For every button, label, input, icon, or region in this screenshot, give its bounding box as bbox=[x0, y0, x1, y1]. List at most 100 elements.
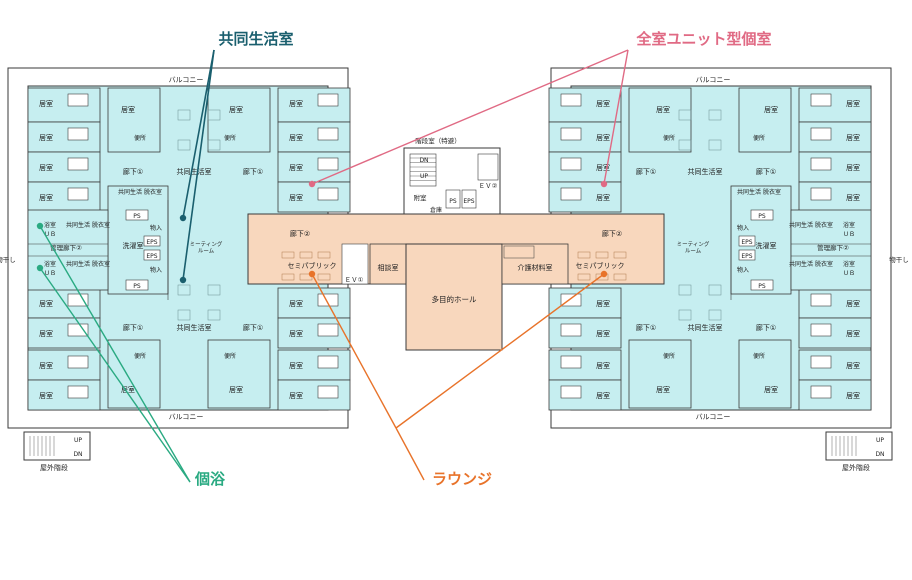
right-wing-room-label-top-b1: 居室 bbox=[596, 133, 610, 142]
left-wing-toilet-top-a2 bbox=[67, 157, 89, 171]
left-wing-inner-room-bl-label: 居室 bbox=[121, 385, 135, 394]
left-wing-room-label-top-a3: 居室 bbox=[39, 193, 53, 202]
pink-line-a bbox=[311, 49, 629, 185]
right-wing-room-top-a0 bbox=[798, 87, 872, 123]
stair-up: UP bbox=[420, 173, 428, 180]
left-ext-stair-label: 屋外階段 bbox=[40, 463, 68, 472]
left-wing-mgmt-corridor: 管理廊下② bbox=[50, 243, 82, 252]
right-ext-stair bbox=[825, 431, 893, 461]
left-wing-table-3 bbox=[207, 139, 221, 151]
left-wing-eps-a: EPS bbox=[146, 239, 157, 246]
left-wing-changing-bath-a: 共同生活 脱衣室 bbox=[66, 221, 110, 229]
semi-public-table-3 bbox=[281, 273, 295, 281]
right-wing-room-label-bot-a3: 居室 bbox=[846, 391, 860, 400]
left-wing-room-label-top-b1: 居室 bbox=[289, 133, 303, 142]
right-wing-inner-room-br-label: 居室 bbox=[656, 385, 670, 394]
right-wing-inner-room-bl-label: 居室 bbox=[764, 385, 778, 394]
right-wing-corridor-bot-a: 廊下① bbox=[756, 323, 776, 332]
semi-public-table-9 bbox=[577, 273, 591, 281]
svg-text:ルーム: ルーム bbox=[685, 248, 702, 255]
right-wing-toilet-top-a0 bbox=[810, 93, 832, 107]
left-wing-inner-room-br bbox=[207, 339, 271, 409]
right-wing-toilet-top-a2 bbox=[810, 157, 832, 171]
ev1-shaft bbox=[341, 243, 369, 285]
svg-text:ミーティング: ミーティング bbox=[677, 240, 710, 248]
left-wing-room-label-bot-a0: 居室 bbox=[39, 299, 53, 308]
right-wing-bath-block bbox=[790, 209, 872, 291]
left-wing-room-label-top-b2: 居室 bbox=[289, 163, 303, 172]
left-wing-drying: 物干し bbox=[0, 255, 16, 264]
right-wing-room-label-bot-a2: 居室 bbox=[846, 361, 860, 370]
semi-public-table-0 bbox=[281, 251, 295, 259]
right-wing-room-top-a3 bbox=[798, 181, 872, 213]
left-wing-table-2 bbox=[177, 139, 191, 151]
care-storage-room bbox=[501, 243, 569, 285]
left-wing-balcony-top: バルコニー bbox=[169, 76, 204, 84]
right-wing-room-label-bot-a1: 居室 bbox=[846, 329, 860, 338]
left-wing-toilet-bot-b3 bbox=[317, 385, 339, 399]
left-wing-table-6 bbox=[177, 309, 191, 321]
left-wing-toilet-bot-a3 bbox=[67, 385, 89, 399]
left-wing-toilet-bot-b0 bbox=[317, 293, 339, 307]
left-wing-toilet-bot-a1 bbox=[67, 323, 89, 337]
right-wing-ub-label-b: ＵＢ bbox=[843, 270, 855, 277]
teal-dot-b bbox=[179, 276, 187, 284]
right-wing-room-label-bot-a0: 居室 bbox=[846, 299, 860, 308]
left-wing-toilet-top-b1 bbox=[317, 127, 339, 141]
right-wing-room-bot-a3 bbox=[798, 379, 872, 411]
left-wing-toilet-bot-b1 bbox=[317, 323, 339, 337]
right-wing-toilet-top-b0 bbox=[560, 93, 582, 107]
right-wing-ps-box-a bbox=[750, 209, 774, 221]
right-wing-corridor-bot-b: 廊下① bbox=[636, 323, 656, 332]
right-wing-drying: 物干し bbox=[889, 255, 909, 264]
callout-unit-rooms: 全室ユニット型個室 bbox=[635, 30, 771, 48]
orange-line-b bbox=[395, 273, 605, 429]
left-wing-inner-room-tr-label: 居室 bbox=[229, 105, 243, 114]
left-wing-ub-label-b: ＵＢ bbox=[44, 270, 56, 277]
right-wing-room-label-top-b2: 居室 bbox=[596, 163, 610, 172]
right-wing-shared-bot: 共同生活室 bbox=[688, 323, 723, 332]
right-wing-changing-bath-a: 共同生活 脱衣室 bbox=[789, 221, 833, 229]
orange-dot-b bbox=[600, 270, 608, 278]
left-wing-room-label-bot-b0: 居室 bbox=[289, 299, 303, 308]
right-wing-table-0 bbox=[708, 109, 722, 121]
right-wing-toilet-bot-b2 bbox=[560, 355, 582, 369]
left-wing-bath-label-b: 浴室 bbox=[44, 260, 56, 268]
left-ext-up: UP bbox=[74, 437, 82, 444]
right-wing-room-label-top-a0: 居室 bbox=[846, 99, 860, 108]
right-wing-room-label-top-b0: 居室 bbox=[596, 99, 610, 108]
teal-line-a bbox=[182, 49, 215, 219]
right-wing-eps-a: EPS bbox=[741, 239, 752, 246]
ev2-shaft bbox=[477, 153, 499, 181]
right-wing-toilet-top-b1 bbox=[560, 127, 582, 141]
right-wing-toilet-bot-b1 bbox=[560, 323, 582, 337]
right-wing-ps-b: PS bbox=[758, 283, 766, 290]
right-wing-room-label-bot-b1: 居室 bbox=[596, 329, 610, 338]
right-wing-room-label-bot-b3: 居室 bbox=[596, 391, 610, 400]
ps-tower-label: PS bbox=[449, 198, 457, 205]
right-wing-inner-toilet-tr-label: 便所 bbox=[663, 134, 675, 142]
warehouse-label: 倉庫 bbox=[430, 206, 442, 214]
annex-label: 附室 bbox=[414, 193, 428, 202]
left-wing-corridor-bot-a: 廊下① bbox=[123, 323, 143, 332]
right-wing-room-bot-b2 bbox=[548, 349, 622, 381]
right-wing-changing-top: 共同生活 脱衣室 bbox=[737, 188, 781, 196]
right-wing-table-6 bbox=[708, 309, 722, 321]
right-wing-room-top-a2 bbox=[798, 151, 872, 183]
right-wing-room-top-b2 bbox=[548, 151, 622, 183]
right-wing-room-bot-b1 bbox=[548, 317, 622, 349]
right-wing-room-label-top-a3: 居室 bbox=[846, 193, 860, 202]
right-wing-bath-label-a: 浴室 bbox=[843, 221, 855, 229]
right-wing-room-label-bot-b0: 居室 bbox=[596, 299, 610, 308]
green-line-b bbox=[39, 267, 191, 483]
ps-tower bbox=[445, 189, 461, 209]
right-wing-storage-a: 物入 bbox=[737, 224, 749, 232]
right-wing-bath-label-b: 浴室 bbox=[843, 260, 855, 268]
left-ext-stair bbox=[23, 431, 91, 461]
svg-text:ミーティング: ミーティング bbox=[190, 240, 223, 248]
right-wing-room-bot-a2 bbox=[798, 349, 872, 381]
right-wing-inner-toilet-br-label: 便所 bbox=[663, 352, 675, 360]
eps-tower bbox=[461, 189, 477, 209]
right-wing-room-label-top-a1: 居室 bbox=[846, 133, 860, 142]
